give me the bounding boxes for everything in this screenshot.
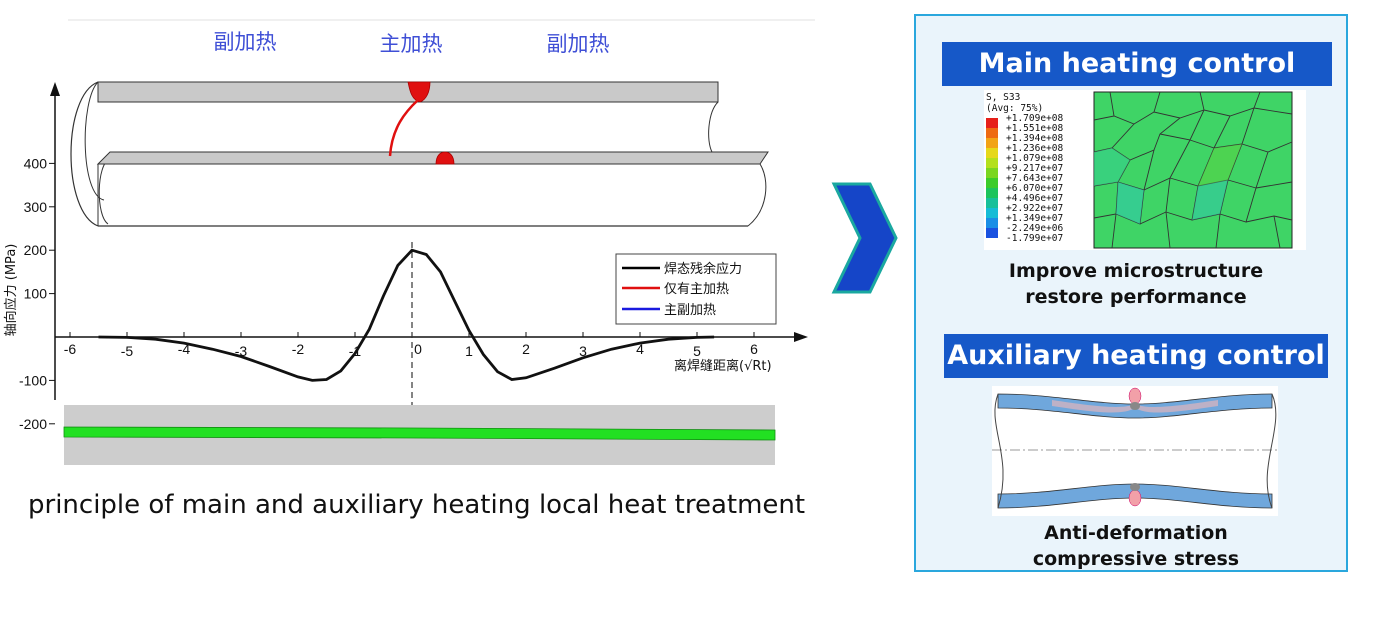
fem-legend-swatch	[986, 148, 998, 158]
fem-legend-swatch	[986, 158, 998, 168]
aux-heating-text-line2: compressive stress	[1032, 548, 1240, 570]
y-tick-label: -100	[19, 372, 47, 388]
fem-legend-value: -2.249e+06	[1006, 223, 1063, 234]
x-tick-label: 0	[414, 341, 422, 357]
fem-legend-swatch	[986, 138, 998, 148]
y-tick-label: 400	[24, 155, 48, 171]
fem-legend-swatch	[986, 208, 998, 218]
fem-legend-value: +1.551e+08	[1006, 123, 1063, 134]
legend-item-main-aux: 主副加热	[664, 303, 716, 318]
x-tick-label: 5	[693, 343, 701, 359]
fem-legend-value: +2.922e+07	[1006, 203, 1063, 214]
fem-legend-value: +9.217e+07	[1006, 163, 1063, 174]
fem-legend-swatch	[986, 198, 998, 208]
fem-legend-subtitle: (Avg: 75%)	[986, 103, 1043, 114]
aux-heating-label-right: 副加热	[547, 32, 610, 56]
x-tick-label: 2	[522, 341, 530, 357]
fem-legend-swatch	[986, 228, 998, 238]
y-tick-label: 200	[24, 242, 48, 258]
y-axis-label: 轴向应力 (MPa)	[3, 244, 19, 337]
fem-legend-swatch	[986, 178, 998, 188]
pipe-deformation-diagram	[992, 386, 1278, 516]
series-line-weld-residual	[98, 248, 715, 382]
control-panel: Main heating control S, S33 (Avg: 75%) +…	[914, 14, 1348, 572]
fem-legend-value: +7.643e+07	[1006, 173, 1063, 184]
legend: 焊态残余应力 仅有主加热 主副加热	[615, 253, 777, 325]
main-heating-header: Main heating control	[942, 42, 1332, 86]
fem-legend-swatch	[986, 188, 998, 198]
fem-legend-title: S, S33	[986, 92, 1020, 103]
fem-legend-swatch	[986, 168, 998, 178]
fem-legend-value: +6.070e+07	[1006, 183, 1063, 194]
fem-legend-swatch	[986, 128, 998, 138]
x-tick-label: 6	[750, 341, 758, 357]
figure-caption: principle of main and auxiliary heating …	[28, 490, 806, 520]
y-tick-label: 100	[24, 286, 48, 302]
fem-legend-value: +4.496e+07	[1006, 193, 1063, 204]
legend-item-main-only: 仅有主加热	[664, 282, 729, 297]
fem-legend-value: -1.799e+07	[1006, 233, 1063, 244]
fem-legend-value: +1.349e+07	[1006, 213, 1063, 224]
x-axis-label: 离焊缝距离(√Rt)	[674, 358, 772, 374]
fem-legend-value: +1.709e+08	[1006, 113, 1063, 124]
x-tick-label: -6	[64, 341, 77, 357]
x-tick-label: 3	[579, 343, 587, 359]
y-tick-label: 300	[24, 199, 48, 215]
fem-color-legend: +1.709e+08+1.551e+08+1.394e+08+1.236e+08…	[986, 113, 1063, 244]
fem-legend-value: +1.079e+08	[1006, 153, 1063, 164]
y-axis	[50, 82, 60, 400]
fem-stress-contour: S, S33 (Avg: 75%) +1.709e+08+1.551e+08+1…	[984, 90, 1306, 250]
y-tick-label: -200	[19, 416, 47, 432]
x-tick-label: -5	[121, 343, 134, 359]
fem-legend-value: +1.394e+08	[1006, 133, 1063, 144]
main-heating-text-line1: Improve microstructure	[1008, 260, 1264, 282]
right-arrow-icon	[831, 182, 898, 294]
main-heating-label: 主加热	[380, 32, 443, 56]
main-heating-text-line2: restore performance	[1025, 286, 1247, 308]
fem-legend-swatch	[986, 118, 998, 128]
x-tick-label: 4	[636, 341, 644, 357]
pipe-wall-strip	[63, 405, 776, 465]
microstructure-grains	[1093, 91, 1293, 249]
fem-legend-swatch	[986, 218, 998, 228]
aux-heating-label-left: 副加热	[214, 30, 277, 54]
aux-heating-header: Auxiliary heating control	[944, 334, 1328, 378]
x-tick-label: -2	[292, 341, 305, 357]
x-axis	[55, 332, 808, 342]
legend-item-weld-residual: 焊态残余应力	[664, 261, 742, 277]
fem-legend-value: +1.236e+08	[1006, 143, 1063, 154]
aux-heating-text-line1: Anti-deformation	[1044, 522, 1228, 544]
y-ticks: 400 300 200 100 -100 -200	[19, 155, 55, 432]
pipe-illustration	[70, 81, 769, 227]
x-tick-label: 1	[465, 343, 473, 359]
